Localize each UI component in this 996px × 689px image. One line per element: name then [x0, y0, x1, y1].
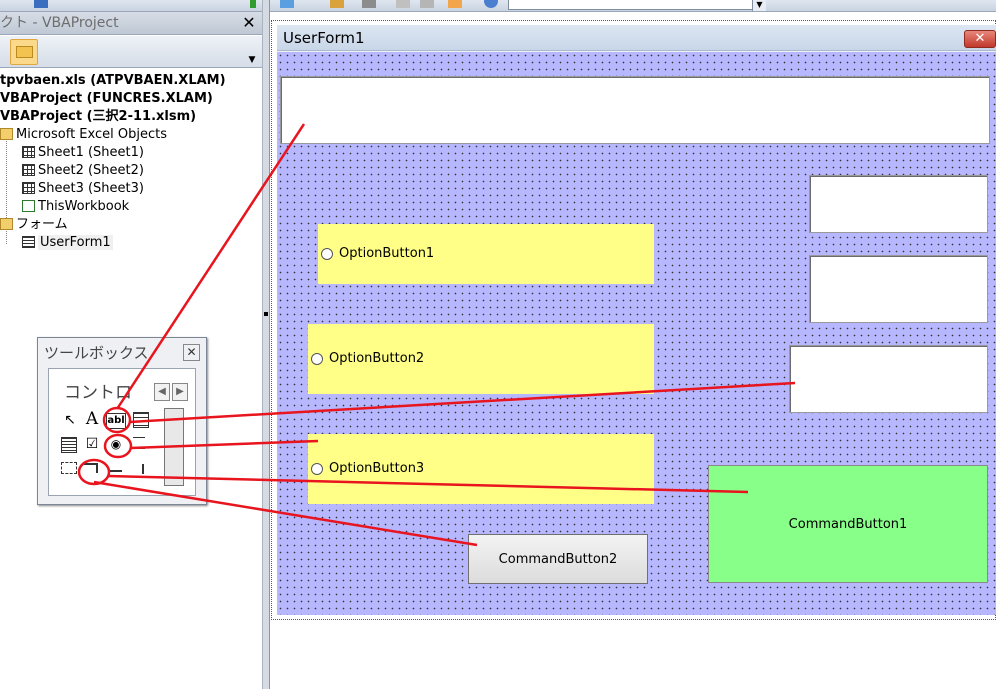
help-icon[interactable]	[484, 0, 498, 8]
listbox-tool-icon[interactable]	[61, 437, 77, 453]
textbox-top[interactable]	[280, 76, 990, 144]
toolbox-title: ツールボックス	[44, 344, 149, 362]
textbox-right-1[interactable]	[809, 175, 988, 233]
break-icon[interactable]	[280, 0, 294, 8]
toggle-folders-button[interactable]	[10, 39, 38, 65]
toggle-button-tool-icon[interactable]	[133, 437, 145, 449]
properties-icon[interactable]	[396, 0, 410, 8]
chevron-down-icon[interactable]: ▼	[248, 55, 256, 65]
multipage-tool-icon[interactable]	[134, 464, 144, 474]
option-button-1-label: OptionButton1	[339, 246, 435, 261]
explorer-toolbar: ▼	[0, 36, 262, 68]
scrollbar-tool-icon[interactable]	[164, 408, 184, 486]
option-button-3-label: OptionButton3	[329, 461, 425, 476]
tree-item-label: VBAProject (FUNCRES.XLAM)	[0, 91, 213, 106]
design-mode-icon[interactable]	[330, 0, 344, 8]
tree-item-sheet3[interactable]: Sheet3 (Sheet3)	[22, 180, 144, 198]
tree-item-label: Sheet3 (Sheet3)	[38, 181, 144, 196]
sheet-icon	[22, 163, 35, 176]
option-button-3[interactable]: OptionButton3	[308, 434, 654, 504]
tree-item-label: Sheet2 (Sheet2)	[38, 163, 144, 178]
radio-circle	[321, 248, 333, 260]
folder-icon	[16, 46, 33, 58]
textbox-tool-icon[interactable]: abl	[106, 413, 126, 429]
option-button-1[interactable]: OptionButton1	[318, 224, 654, 284]
combobox-tool-icon[interactable]	[133, 412, 149, 428]
close-icon[interactable]: ✕	[242, 13, 256, 32]
sheet-icon	[22, 181, 35, 194]
label-tool-icon[interactable]: A	[85, 409, 99, 429]
userform-title: UserForm1	[283, 29, 365, 47]
tree-item-vbaproject[interactable]: VBAProject (三択2-11.xlsm)	[0, 108, 196, 126]
userform-title-bar: UserForm1 ✕	[277, 25, 996, 51]
run-icon[interactable]	[250, 0, 264, 8]
tree-item-label: VBAProject (三択2-11.xlsm)	[0, 109, 197, 124]
pane-splitter[interactable]	[262, 0, 270, 689]
tree-item-label: Microsoft Excel Objects	[16, 127, 167, 142]
checkbox-tool-icon[interactable]: ☑	[85, 436, 99, 452]
textbox-right-2[interactable]	[809, 255, 988, 323]
close-icon[interactable]: ✕	[964, 30, 996, 48]
tabstrip-tool-icon[interactable]	[110, 464, 122, 472]
folder-icon	[0, 127, 13, 140]
radio-circle	[311, 353, 323, 365]
tree-item-label: ThisWorkbook	[38, 199, 130, 214]
workbook-icon	[22, 199, 35, 212]
save-icon[interactable]	[34, 0, 48, 8]
command-button-1[interactable]: CommandButton1	[708, 465, 988, 583]
explorer-title-bar: クト - VBAProject ✕	[0, 12, 262, 35]
tree-guide	[6, 136, 7, 244]
top-toolbar: ▼	[0, 0, 996, 12]
close-icon[interactable]: ✕	[183, 344, 200, 361]
folder-icon	[0, 217, 13, 230]
userform-body[interactable]: OptionButton1 OptionButton2 OptionButton…	[277, 52, 996, 615]
tree-item-atpvbaen[interactable]: tpvbaen.xls (ATPVBAEN.XLAM)	[0, 72, 226, 90]
tree-item-userform1[interactable]: UserForm1	[22, 234, 113, 252]
tree-item-forms[interactable]: フォーム	[0, 216, 68, 234]
userform-icon	[22, 235, 35, 248]
tree-item-label: UserForm1	[38, 235, 113, 250]
tree-item-label: Sheet1 (Sheet1)	[38, 145, 144, 160]
tree-item-label: tpvbaen.xls (ATPVBAEN.XLAM)	[0, 73, 226, 88]
tree-item-sheet1[interactable]: Sheet1 (Sheet1)	[22, 144, 144, 162]
command-button-2[interactable]: CommandButton2	[468, 534, 648, 584]
textbox-right-3[interactable]	[789, 345, 988, 413]
frame-tool-icon[interactable]	[61, 462, 77, 474]
tab-left-icon[interactable]: ◀	[154, 383, 170, 401]
option-button-tool-icon[interactable]: ◉	[110, 437, 122, 451]
option-button-2-label: OptionButton2	[329, 351, 425, 366]
object-browser-icon[interactable]	[420, 0, 434, 8]
tree-item-label: フォーム	[16, 217, 68, 232]
toolbox-toggle-icon[interactable]	[448, 0, 462, 8]
toolbar-combo[interactable]	[508, 0, 766, 10]
tree-item-thisworkbook[interactable]: ThisWorkbook	[22, 198, 129, 216]
option-button-2[interactable]: OptionButton2	[308, 324, 654, 394]
userform-window[interactable]: UserForm1 ✕ OptionButton1 OptionButton2 …	[277, 25, 996, 615]
project-explorer-icon[interactable]	[362, 0, 376, 8]
tree-item-sheet2[interactable]: Sheet2 (Sheet2)	[22, 162, 144, 180]
select-objects-icon[interactable]: ↖	[64, 412, 76, 428]
tree-item-funcres[interactable]: VBAProject (FUNCRES.XLAM)	[0, 90, 213, 108]
chevron-down-icon[interactable]: ▼	[752, 0, 766, 11]
toolbox-tab-controls[interactable]: コントロ	[64, 383, 132, 403]
form-designer: UserForm1 ✕ OptionButton1 OptionButton2 …	[271, 12, 996, 689]
explorer-title: クト - VBAProject	[0, 15, 119, 31]
resize-handle[interactable]	[264, 312, 268, 316]
sheet-icon	[22, 145, 35, 158]
radio-circle	[311, 463, 323, 475]
command-button-tool-icon[interactable]	[84, 463, 98, 473]
tab-right-icon[interactable]: ▶	[172, 383, 188, 401]
tree-item-excel-objects[interactable]: Microsoft Excel Objects	[0, 126, 167, 144]
